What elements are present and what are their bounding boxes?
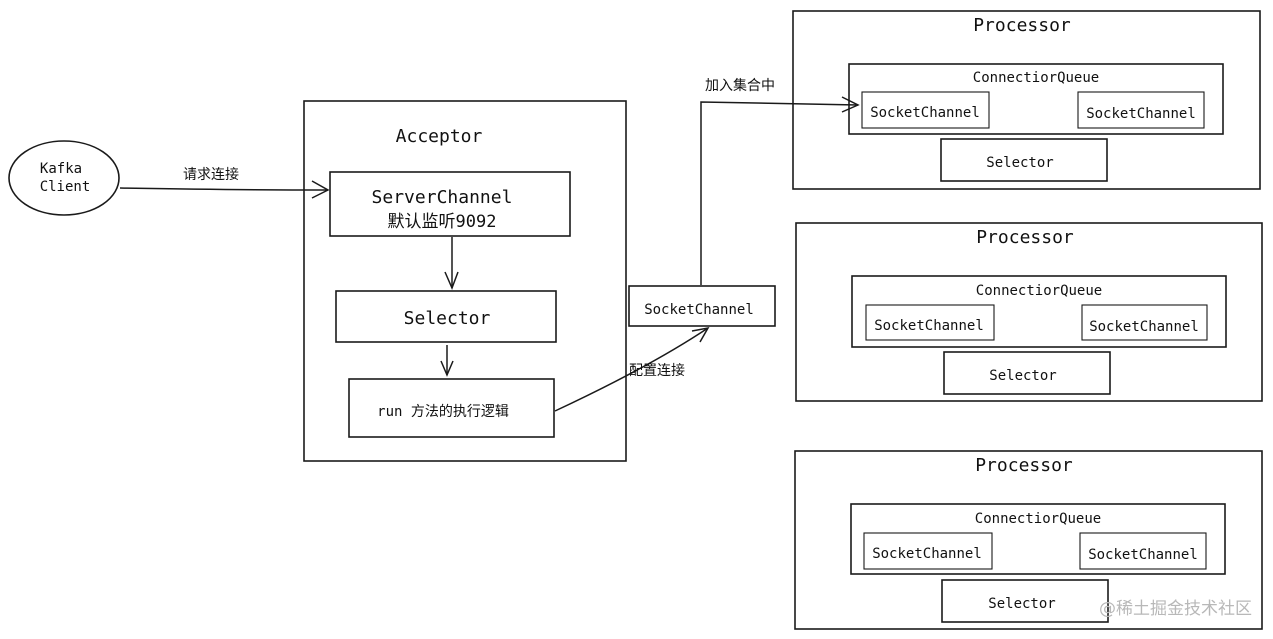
watermark-text: @稀土掘金技术社区: [1099, 599, 1252, 619]
connection-queue-label: ConnectiorQueue: [976, 283, 1102, 299]
socket-channel-floating-box: SocketChannel: [628, 285, 776, 327]
processor-selector-label: Selector: [989, 368, 1056, 384]
processor-title: Processor: [975, 455, 1073, 476]
client-label-line1: Kafka: [40, 161, 82, 177]
add-to-set-edge: 加入集合中: [700, 77, 860, 285]
kafka-client-node: Kafka Client: [8, 140, 120, 216]
socket-channel-label: SocketChannel: [870, 105, 980, 121]
processor-2: Processor ConnectiorQueue SocketChannel …: [795, 222, 1263, 402]
request-connect-label: 请求连接: [183, 166, 239, 183]
run-logic-label: run 方法的执行逻辑: [377, 404, 509, 420]
socket-channel-label: SocketChannel: [1086, 106, 1196, 122]
socket-channel-label: SocketChannel: [872, 546, 982, 562]
processor-selector-label: Selector: [986, 155, 1053, 171]
socket-channel-floating-label: SocketChannel: [644, 302, 754, 318]
processor-title: Processor: [973, 15, 1071, 36]
socket-channel-label: SocketChannel: [874, 318, 984, 334]
server-channel-port-label: 默认监听9092: [388, 212, 497, 232]
run-logic-box: run 方法的执行逻辑: [348, 378, 555, 438]
acceptor-selector-box: Selector: [335, 290, 557, 343]
client-label-line2: Client: [40, 179, 91, 195]
connection-queue-label: ConnectiorQueue: [973, 70, 1099, 86]
socket-channel-label: SocketChannel: [1088, 547, 1198, 563]
acceptor-title: Acceptor: [396, 126, 483, 147]
processor-selector-label: Selector: [988, 596, 1055, 612]
configure-connect-edge: 配置连接: [554, 326, 710, 412]
acceptor-container: Acceptor ServerChannel 默认监听9092 Selector…: [303, 100, 627, 462]
server-channel-box: ServerChannel 默认监听9092: [329, 171, 571, 237]
add-to-set-label: 加入集合中: [705, 77, 775, 94]
processor-3: Processor ConnectiorQueue SocketChannel …: [794, 450, 1263, 630]
server-channel-label: ServerChannel: [372, 187, 513, 208]
request-connect-edge: 请求连接: [119, 166, 330, 199]
selector-to-run-arrow: [440, 345, 454, 377]
server-to-selector-arrow: [444, 237, 459, 290]
socket-channel-label: SocketChannel: [1089, 319, 1199, 335]
processor-title: Processor: [976, 227, 1074, 248]
connection-queue-label: ConnectiorQueue: [975, 511, 1101, 527]
configure-connect-label: 配置连接: [629, 362, 685, 379]
acceptor-selector-label: Selector: [404, 308, 491, 329]
processor-1: Processor ConnectiorQueue SocketChannel …: [792, 10, 1261, 190]
